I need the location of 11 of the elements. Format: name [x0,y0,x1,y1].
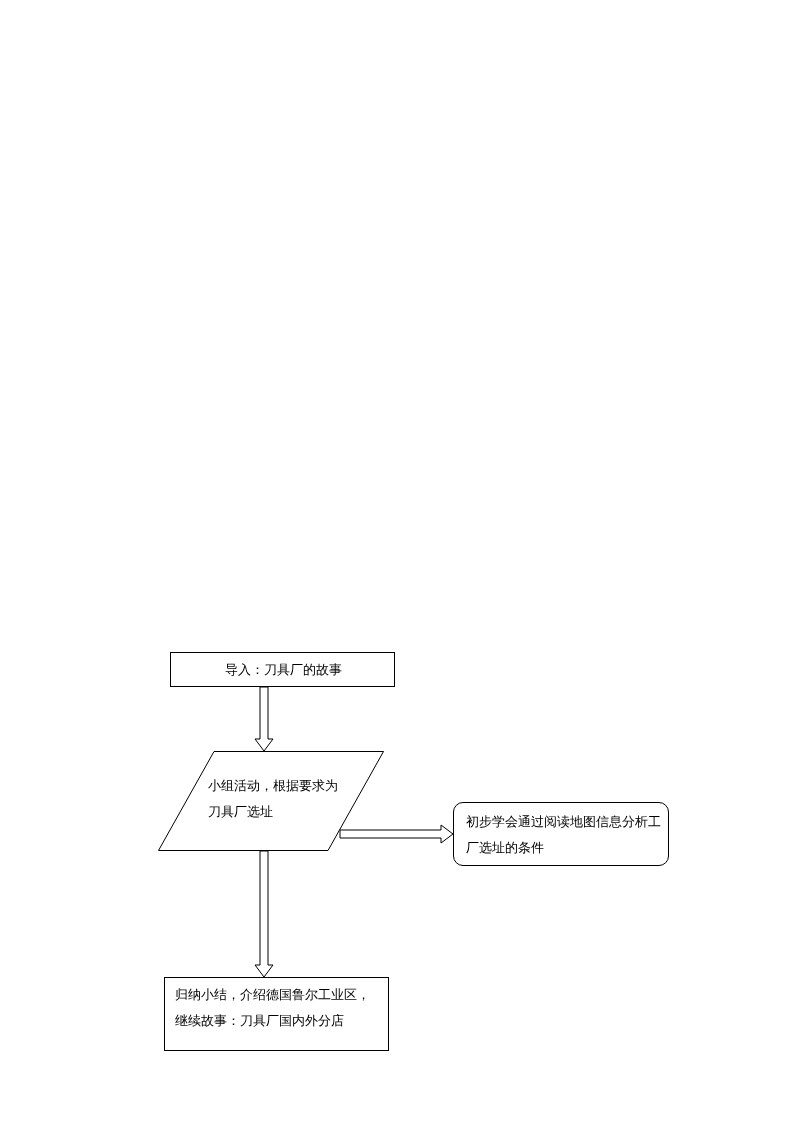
block-arrow [254,686,274,752]
node-text: 初步学会通过阅读地图信息分析工厂选址的条件 [466,813,662,857]
data-parallelogram [158,751,384,851]
block-arrow [254,850,274,978]
node-text: 小组活动，根据要求为刀具厂选址 [208,777,338,821]
process-box [170,652,395,687]
node-text: 归纳小结，介绍德国鲁尔工业区，继续故事：刀具厂国内外分店 [175,986,371,1030]
rounded-box [453,802,669,866]
node-text: 导入：刀具厂的故事 [224,661,343,679]
block-arrow [339,824,454,844]
process-box [164,977,389,1051]
